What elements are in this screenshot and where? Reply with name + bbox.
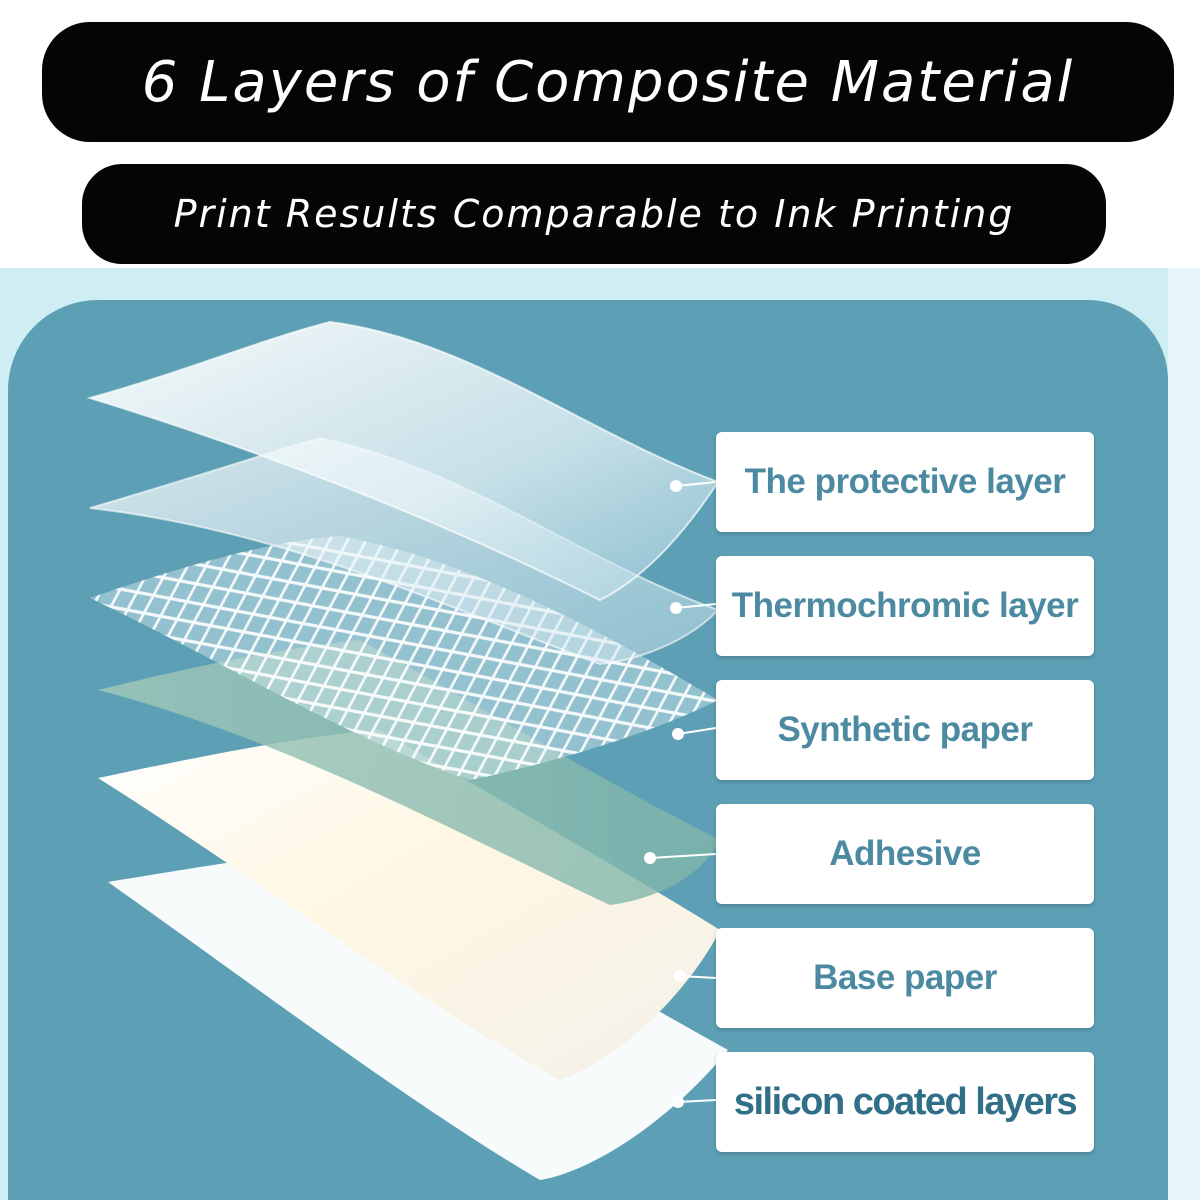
label-text: Adhesive [829,834,981,873]
silicon-coated-layer-sheet [108,844,728,1180]
subtitle-banner: Print Results Comparable to Ink Printing [82,164,1106,264]
connector-thermochromic [670,602,717,614]
adhesive-sheet [98,640,720,905]
backdrop-right-edge [1168,268,1200,1200]
connector-protective [670,480,717,492]
page-subtitle: Print Results Comparable to Ink Printing [173,192,1015,236]
connector-base-paper [674,970,717,982]
label-silicon-coated-layers: silicon coated layers [716,1052,1094,1152]
connector-silicon [672,1096,717,1108]
connector-adhesive [644,852,717,864]
connector-synthetic [672,727,717,740]
base-paper-sheet [98,730,720,1080]
label-text: silicon coated layers [733,1080,1078,1123]
label-thermochromic-layer: Thermochromic layer [716,556,1094,656]
title-banner: 6 Layers of Composite Material [42,22,1174,142]
label-synthetic-paper: Synthetic paper [716,680,1094,780]
page-title: 6 Layers of Composite Material [141,49,1075,115]
label-adhesive: Adhesive [716,804,1094,904]
label-text: Synthetic paper [777,710,1033,749]
label-text: Base paper [813,958,997,997]
label-base-paper: Base paper [716,928,1094,1028]
label-protective-layer: The protective layer [716,432,1094,532]
label-text: Thermochromic layer [731,586,1079,625]
label-text: The protective layer [744,462,1066,501]
